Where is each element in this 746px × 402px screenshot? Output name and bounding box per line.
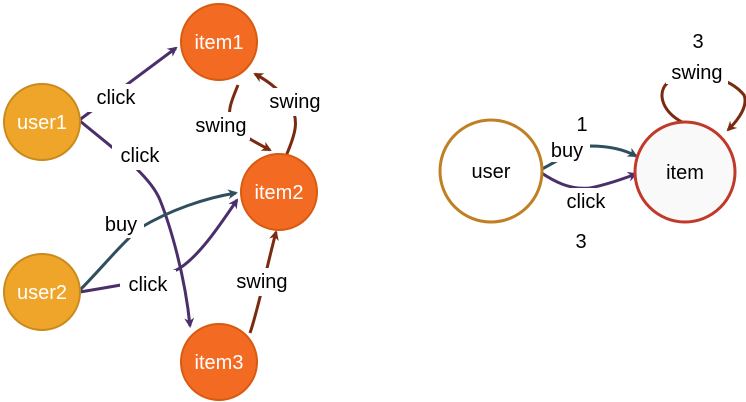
label-bg <box>88 84 144 112</box>
label-bg <box>230 268 294 296</box>
node-schema-user-label: user <box>472 161 511 183</box>
edge-label-user2-item2-click: click <box>129 274 169 296</box>
node-item3-label: item3 <box>195 352 244 374</box>
schema-buy-label: buy <box>551 140 583 162</box>
label-bg <box>192 112 250 140</box>
label-bg <box>112 142 168 170</box>
label-bg <box>558 188 614 212</box>
node-schema-item: item <box>633 120 737 224</box>
node-schema-item-label: item <box>666 162 704 184</box>
label-bg <box>120 270 176 298</box>
schema-buy-count: 1 <box>576 114 587 136</box>
edge-label-item2-item1: swing <box>269 91 320 113</box>
node-user2: user2 <box>3 253 81 331</box>
node-user2-label: user2 <box>17 282 67 304</box>
edge-label-user2-item2-buy: buy <box>105 214 137 236</box>
node-user1: user1 <box>3 83 81 161</box>
node-item1: item1 <box>180 3 258 81</box>
label-bg <box>98 210 144 238</box>
schema-click-label: click <box>567 191 607 213</box>
node-item1-label: item1 <box>195 32 244 54</box>
node-user1-label: user1 <box>17 112 67 134</box>
schema-click-count: 3 <box>575 231 586 253</box>
label-bg <box>666 60 728 84</box>
edge-label-user1-item3: click <box>121 145 161 167</box>
edge-schema-click <box>539 170 638 190</box>
edge-label-item1-item2: swing <box>195 115 246 137</box>
node-item3: item3 <box>180 323 258 401</box>
node-schema-user: user <box>438 118 544 224</box>
edge-user2-item2-click <box>79 198 239 294</box>
node-item2-label: item2 <box>255 182 304 204</box>
label-bg <box>544 138 590 162</box>
edge-label-user1-item1: click <box>97 87 137 109</box>
edge-label-item3-item2: swing <box>236 271 287 293</box>
schema-swing-count: 3 <box>692 31 703 53</box>
schema-swing-label: swing <box>671 62 722 84</box>
label-bg <box>264 88 326 116</box>
node-item2: item2 <box>240 153 318 231</box>
